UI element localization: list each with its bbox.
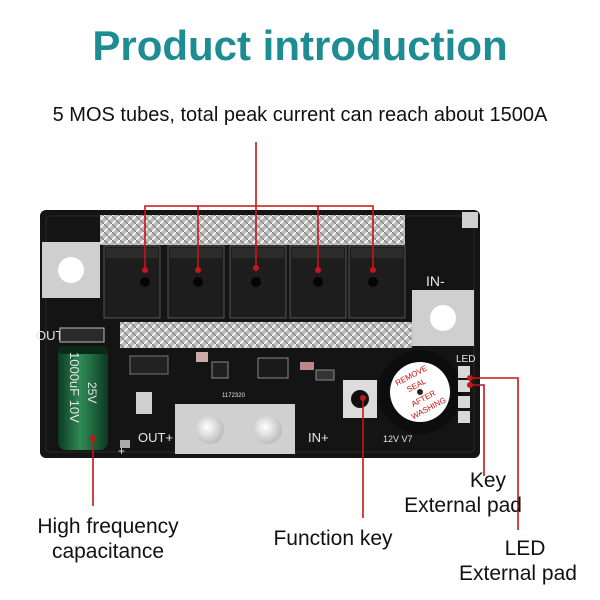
key-pad-callout-line2: External pad — [404, 494, 522, 517]
output-pads — [175, 404, 295, 454]
key-pad-callout: Key External pad — [392, 468, 522, 518]
silkscreen-led: LED — [456, 354, 475, 365]
capacitance-callout-line2: capacitance — [51, 540, 165, 563]
ic-code: 1172320 — [222, 393, 246, 399]
corner-pad — [462, 212, 478, 228]
silkscreen-in-plus: IN+ — [308, 430, 329, 445]
mosfet — [348, 245, 406, 319]
mosfet — [229, 245, 287, 319]
mosfet — [167, 245, 225, 319]
callout-lines — [92, 142, 519, 530]
function-key — [343, 380, 377, 418]
mosfet — [103, 245, 161, 319]
capacitor-label: 1000uF 10V — [67, 352, 82, 423]
page-title: Product introduction — [92, 22, 508, 69]
led-pad-callout: LED External pad — [446, 536, 590, 586]
version-text: 12V V7 — [383, 434, 413, 444]
bottom-bus-bar — [120, 322, 412, 348]
top-bus-bar — [100, 215, 405, 245]
smd-components — [59, 327, 335, 448]
capacitance-callout-line1: High frequency — [37, 515, 179, 538]
mounting-hole-right — [430, 305, 456, 331]
led-pad-callout-line1: LED — [504, 537, 546, 560]
capacitance-callout: High frequency capacitance — [20, 514, 196, 564]
buzzer: REMOVE SEAL AFTER WASHING — [378, 350, 462, 434]
capacitor-plus-mark: + — [118, 444, 125, 458]
mosfet-row — [103, 245, 406, 319]
led-pad-callout-line2: External pad — [459, 562, 577, 585]
key-pad-callout-line1: Key — [469, 469, 506, 492]
page-subtitle: 5 MOS tubes, total peak current can reac… — [52, 104, 548, 126]
capacitor-voltage: 25V — [85, 382, 99, 403]
callout-dots — [90, 265, 473, 441]
external-pads — [458, 366, 470, 423]
function-key-callout: Function key — [273, 527, 393, 550]
capacitor: 1000uF 10V 25V — [58, 346, 108, 450]
mounting-hole-left — [58, 257, 84, 283]
silkscreen-in-minus: IN- — [426, 273, 445, 289]
silkscreen-out-minus: OUT- — [36, 328, 67, 343]
silkscreen-out-plus: OUT+ — [138, 430, 173, 445]
